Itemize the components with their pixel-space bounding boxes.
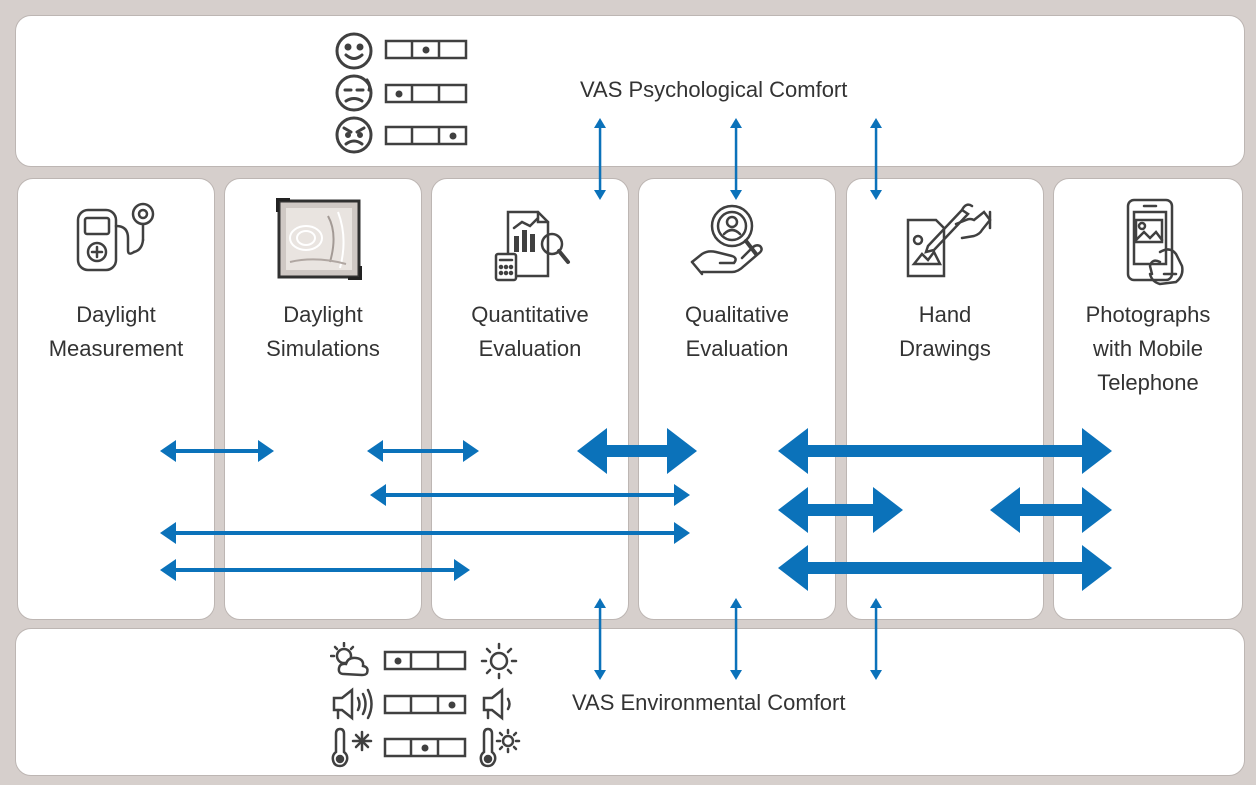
psychological-comfort-panel [15, 15, 1245, 167]
vas-marker [449, 132, 457, 140]
vas-scale [383, 650, 467, 671]
column-label: Qualitative Evaluation [685, 302, 789, 361]
angry-face-icon [335, 116, 373, 154]
vas-marker [421, 744, 429, 752]
light-meter-icon [76, 202, 155, 272]
smile-face-icon [335, 32, 373, 70]
column-label: Daylight Simulations [266, 302, 380, 361]
psychological-comfort-title: VAS Psychological Comfort [580, 77, 848, 102]
vas-link-arrow [594, 118, 606, 200]
relation-arrow [367, 440, 479, 462]
column-label: Photographs with Mobile Telephone [1085, 302, 1211, 395]
loud-speaker-icon [332, 687, 373, 721]
arrow-layer [160, 118, 1112, 680]
environmental-comfort-panel [15, 628, 1245, 776]
quiet-speaker-icon [482, 687, 511, 721]
sun-icon [480, 642, 518, 680]
relation-arrow [370, 484, 690, 506]
relation-arrow [990, 487, 1112, 533]
vas-scale [383, 694, 467, 715]
column-hand-drawings [846, 178, 1044, 620]
relation-arrow [778, 487, 903, 533]
vas-scale [384, 39, 468, 60]
vas-link-arrow [730, 118, 742, 200]
relation-arrow [778, 545, 1112, 591]
vas-link-arrow [730, 598, 742, 680]
vas-scale [384, 125, 468, 146]
vas-marker [422, 46, 430, 54]
column-qualitative-evaluation [638, 178, 836, 620]
vas-marker [448, 701, 456, 709]
vas-scale [383, 737, 467, 758]
vas-link-arrow [870, 598, 882, 680]
cloud-sun-icon [330, 642, 369, 677]
relation-arrow [778, 428, 1112, 474]
cold-thermometer-icon [331, 727, 373, 768]
hot-thermometer-icon [479, 727, 521, 768]
relation-arrow [160, 522, 690, 544]
mobile-photo-icon [1126, 198, 1184, 286]
simulation-render-icon [276, 198, 362, 280]
column-photographs [1053, 178, 1243, 620]
vas-scale [384, 83, 468, 104]
report-analysis-icon [494, 210, 570, 282]
hand-drawing-icon [906, 203, 992, 278]
vas-link-arrow [870, 118, 882, 200]
relation-arrow [577, 428, 697, 474]
column-label: Daylight Measurement [48, 302, 184, 361]
vas-marker [395, 90, 403, 98]
vas-link-arrow [594, 598, 606, 680]
relation-arrow [160, 559, 470, 581]
relation-arrow [160, 440, 274, 462]
column-label: Hand Drawings [899, 302, 991, 361]
column-label: Quantitative Evaluation [471, 302, 589, 361]
person-search-icon [690, 204, 763, 276]
vas-marker [394, 657, 402, 665]
sweat-face-icon [335, 74, 373, 112]
environmental-comfort-title: VAS Environmental Comfort [572, 690, 846, 715]
